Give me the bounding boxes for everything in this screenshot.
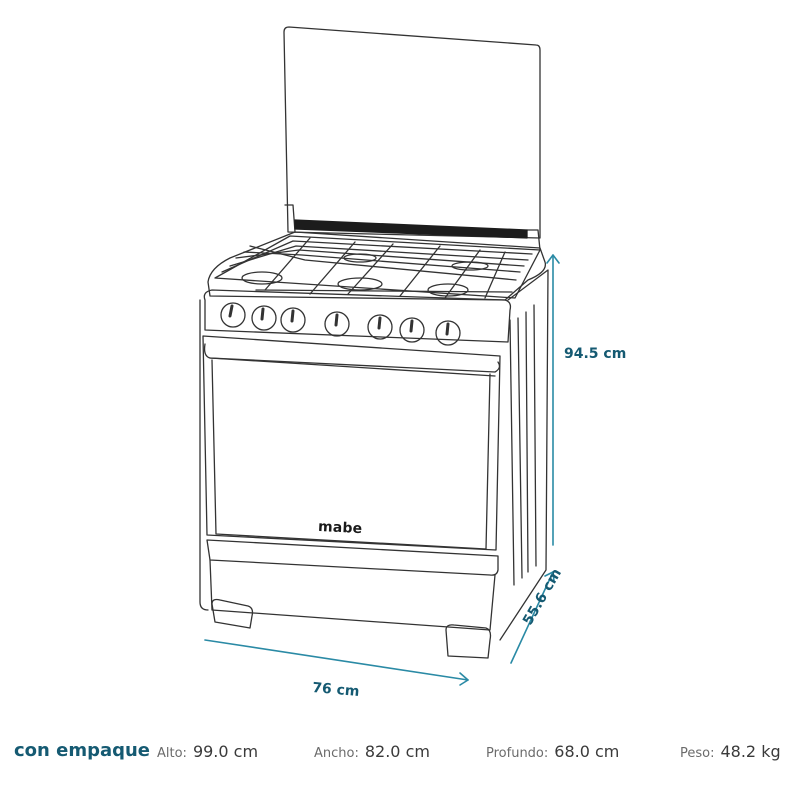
oven-door [202, 335, 501, 551]
spec-width: Ancho: 82.0 cm [314, 742, 430, 761]
spec-value: 82.0 cm [364, 742, 430, 761]
stove-line-drawing [199, 26, 560, 686]
depth-dimension-arrow [510, 571, 554, 664]
control-knobs [220, 302, 461, 346]
spec-label: Peso: [680, 746, 715, 761]
front-left-foot [211, 598, 254, 629]
spec-weight: Peso: 48.2 kg [680, 742, 781, 761]
lid-panel [283, 26, 541, 239]
spec-height: Alto: 99.0 cm [157, 742, 258, 761]
brand-logo: mabe [317, 518, 363, 538]
spec-value: 48.2 kg [720, 742, 781, 761]
spec-value: 99.0 cm [192, 742, 259, 761]
spec-value: 68.0 cm [554, 742, 620, 761]
spec-label: Ancho: [314, 746, 359, 761]
stove-illustration [199, 26, 560, 686]
cooktop [207, 231, 547, 301]
oven-handle [203, 343, 501, 373]
spec-label: Alto: [157, 746, 187, 761]
packaged-specs-title: con empaque [14, 740, 151, 761]
spec-label: Profundo: [486, 746, 549, 761]
control-panel [203, 289, 512, 343]
spec-depth: Profundo: 68.0 cm [486, 742, 619, 761]
bottom-drawer [206, 539, 499, 576]
packaged-specs: con empaque Alto: 99.0 cm Ancho: 82.0 cm… [0, 738, 800, 770]
height-dimension-label: 94.5 cm [564, 346, 627, 362]
lid-hinge-bar [294, 219, 528, 239]
side-panel [499, 269, 549, 641]
width-dimension-arrow [204, 639, 469, 681]
front-right-foot [445, 624, 492, 659]
